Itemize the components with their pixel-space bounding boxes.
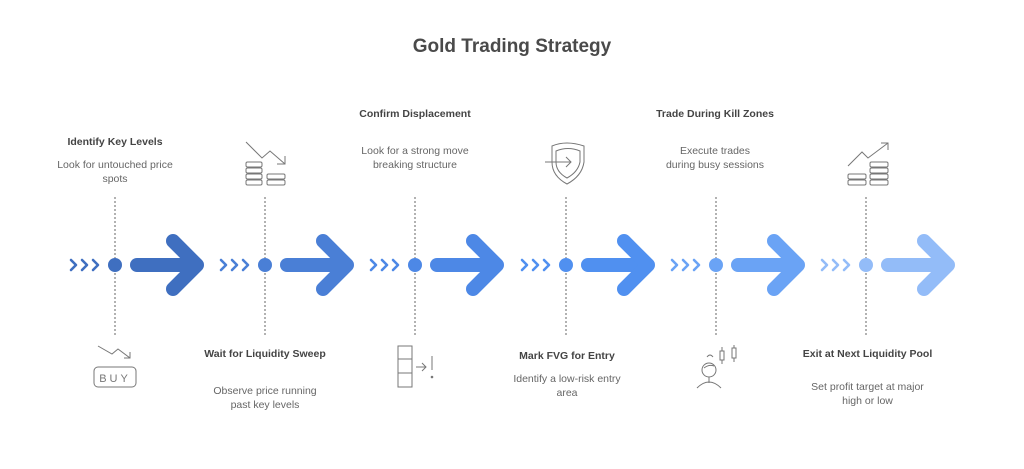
step-2-chevron	[241, 258, 250, 272]
step-5-chevron	[670, 258, 679, 272]
step-6-chevron	[831, 258, 840, 272]
shield-enter-icon	[545, 142, 585, 185]
diagram-title: Gold Trading Strategy	[412, 36, 612, 57]
step-5-arrow-head	[767, 234, 805, 296]
step-1-chevron	[91, 258, 100, 272]
step-4-description: Identify a low-risk entry area	[513, 373, 621, 399]
step-4-chevron	[520, 258, 529, 272]
trader-candles-icon	[696, 345, 737, 389]
step-5-description: Execute trades during busy sessions	[665, 145, 765, 171]
coins-trend-up-icon	[847, 142, 889, 186]
step-6-arrow-head	[917, 234, 955, 296]
step-1-dot	[108, 258, 122, 272]
step-1-chevron	[80, 258, 89, 272]
buy-label: BUY	[99, 373, 131, 385]
step-3-chevron	[391, 258, 400, 272]
step-6-chevron	[820, 258, 829, 272]
step-4-dot	[559, 258, 573, 272]
blocks-arrow-exclamation-icon	[397, 345, 434, 388]
step-2-arrow-head	[316, 234, 354, 296]
coins-trend-down-icon	[245, 141, 286, 186]
step-4-heading: Mark FVG for Entry	[519, 350, 615, 362]
step-2-heading: Wait for Liquidity Sweep	[204, 348, 326, 360]
step-2-chevron	[230, 258, 239, 272]
step-4-chevron	[531, 258, 540, 272]
step-6-heading: Exit at Next Liquidity Pool	[802, 348, 933, 360]
step-3-arrow-head	[466, 234, 504, 296]
step-5-chevron	[681, 258, 690, 272]
buy-chart-down-icon: BUY	[93, 345, 137, 388]
step-1-chevron	[69, 258, 78, 272]
step-3-description: Look for a strong move breaking structur…	[361, 145, 469, 171]
step-2-description: Observe price running past key levels	[213, 385, 317, 411]
step-6-description: Set profit target at major high or low	[811, 381, 924, 407]
step-2-chevron	[219, 258, 228, 272]
step-3-chevron	[369, 258, 378, 272]
step-1-heading: Identify Key Levels	[67, 136, 163, 148]
step-4-chevron	[542, 258, 551, 272]
step-4-arrow-head	[617, 234, 655, 296]
step-1-arrow-head	[166, 234, 204, 296]
step-3-dot	[408, 258, 422, 272]
step-2-dot	[258, 258, 272, 272]
step-5-heading: Trade During Kill Zones	[656, 108, 774, 120]
step-5-dot	[709, 258, 723, 272]
step-1-description: Look for untouched price spots	[57, 159, 173, 185]
step-3-chevron	[380, 258, 389, 272]
step-3-heading: Confirm Displacement	[359, 108, 471, 120]
step-6-chevron	[842, 258, 851, 272]
step-6-dot	[859, 258, 873, 272]
step-5-chevron	[692, 258, 701, 272]
